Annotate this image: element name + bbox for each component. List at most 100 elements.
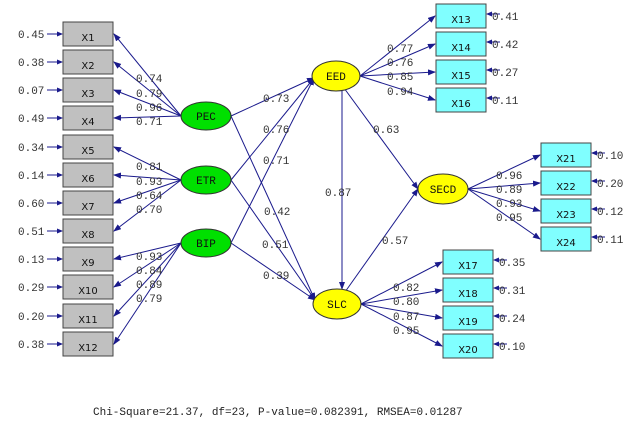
loading-arrow (113, 114, 182, 121)
shapes-layer (62, 3, 592, 359)
indicator-box-x16 (435, 87, 487, 113)
indicator-label: X10 (78, 286, 98, 297)
loading-arrow (359, 15, 436, 77)
error-variance: 0.10 (597, 151, 623, 163)
error-variance: 0.11 (597, 235, 624, 247)
loading-arrow (113, 242, 182, 288)
indicator-box-x19 (442, 305, 494, 331)
factor-loading: 0.95 (496, 213, 522, 225)
latent-bip (180, 228, 232, 258)
factor-loading: 0.96 (136, 103, 162, 115)
loading-arrow (113, 179, 182, 204)
factor-loading: 0.96 (496, 171, 522, 183)
indicator-box-x21 (540, 142, 592, 168)
indicator-box-x10 (62, 274, 114, 300)
indicator-box-x2 (62, 49, 114, 75)
loading-arrow (113, 33, 182, 117)
indicator-label: X22 (556, 182, 576, 193)
factor-loading: 0.93 (136, 252, 162, 264)
latent-label: SLC (327, 300, 347, 312)
error-variance: 0.11 (492, 96, 519, 108)
loading-arrow (467, 188, 541, 240)
indicator-box-x12 (62, 331, 114, 357)
labels-layer: 0.730.760.710.420.510.390.870.630.570.45… (18, 12, 624, 356)
error-variance: 0.10 (499, 342, 525, 354)
factor-loading: 0.74 (136, 74, 163, 86)
path-coefficient: 0.76 (263, 125, 289, 137)
factor-loading: 0.70 (136, 205, 162, 217)
error-variance: 0.38 (18, 340, 44, 352)
factor-loading: 0.93 (136, 177, 162, 189)
indicator-label: X3 (81, 89, 94, 100)
loading-arrow (360, 303, 443, 347)
indicator-box-x1 (62, 21, 114, 47)
latent-etr (180, 165, 232, 195)
indicator-label: X20 (458, 345, 478, 356)
error-variance: 0.38 (18, 58, 44, 70)
factor-loading: 0.87 (393, 312, 419, 324)
path-arrow-etr-slc (230, 179, 316, 301)
indicator-label: X24 (556, 238, 576, 249)
error-variance: 0.51 (18, 227, 45, 239)
path-coefficient: 0.87 (325, 188, 351, 200)
indicator-box-x13 (435, 3, 487, 29)
path-arrow-eed-secd (343, 87, 419, 190)
indicator-box-x8 (62, 218, 114, 244)
loading-arrow (359, 69, 436, 77)
loading-arrow (113, 179, 182, 232)
indicator-label: X4 (81, 117, 94, 128)
factor-loading: 0.89 (136, 280, 162, 292)
loading-arrow (359, 43, 436, 77)
latent-label: BIP (196, 239, 216, 251)
indicator-box-x15 (435, 59, 487, 85)
factor-loading: 0.95 (393, 326, 419, 338)
error-variance: 0.20 (597, 179, 623, 191)
loading-arrow (467, 180, 541, 190)
indicator-box-x17 (442, 249, 494, 275)
indicator-box-x23 (540, 198, 592, 224)
path-coefficient: 0.51 (262, 240, 289, 252)
latent-label: SECD (430, 185, 457, 197)
error-variance: 0.49 (18, 114, 44, 126)
indicator-label: X1 (81, 33, 94, 44)
indicator-label: X9 (81, 258, 94, 269)
loading-arrow (467, 154, 541, 190)
latent-pec (180, 101, 232, 131)
indicator-label: X12 (78, 343, 98, 354)
error-variance: 0.13 (18, 255, 44, 267)
indicator-label: X7 (81, 202, 94, 213)
factor-loading: 0.94 (387, 87, 414, 99)
loading-arrow (360, 288, 443, 305)
path-coefficient: 0.39 (263, 271, 289, 283)
fit-statistics: Chi-Square=21.37, df=23, P-value=0.08239… (93, 407, 463, 419)
indicator-label: X2 (81, 61, 94, 72)
loading-arrow (113, 242, 182, 261)
loading-arrow (467, 188, 541, 212)
indicator-label: X8 (81, 230, 94, 241)
factor-loading: 0.89 (496, 185, 522, 197)
indicator-label: X17 (458, 261, 478, 272)
path-coefficient: 0.63 (373, 125, 399, 137)
error-variance: 0.20 (18, 312, 44, 324)
loading-arrow (113, 61, 182, 117)
indicator-box-x9 (62, 246, 114, 272)
factor-loading: 0.71 (136, 117, 163, 129)
latent-label: ETR (196, 176, 216, 188)
indicator-box-x7 (62, 190, 114, 216)
error-variance: 0.27 (492, 68, 518, 80)
loading-arrow (113, 89, 182, 117)
latent-secd (417, 173, 469, 205)
factor-loading: 0.82 (393, 283, 419, 295)
loading-arrow (360, 303, 443, 320)
indicator-box-x3 (62, 77, 114, 103)
indicator-box-x14 (435, 31, 487, 57)
loading-arrow (113, 146, 182, 181)
error-variance: 0.35 (499, 258, 525, 270)
indicator-label: X6 (81, 174, 94, 185)
path-coefficient: 0.57 (382, 236, 408, 248)
indicator-box-x20 (442, 333, 494, 359)
indicator-label: X15 (451, 71, 471, 82)
loading-arrow (113, 242, 182, 345)
error-variance: 0.14 (18, 171, 45, 183)
path-arrow-bip-slc (230, 242, 316, 301)
